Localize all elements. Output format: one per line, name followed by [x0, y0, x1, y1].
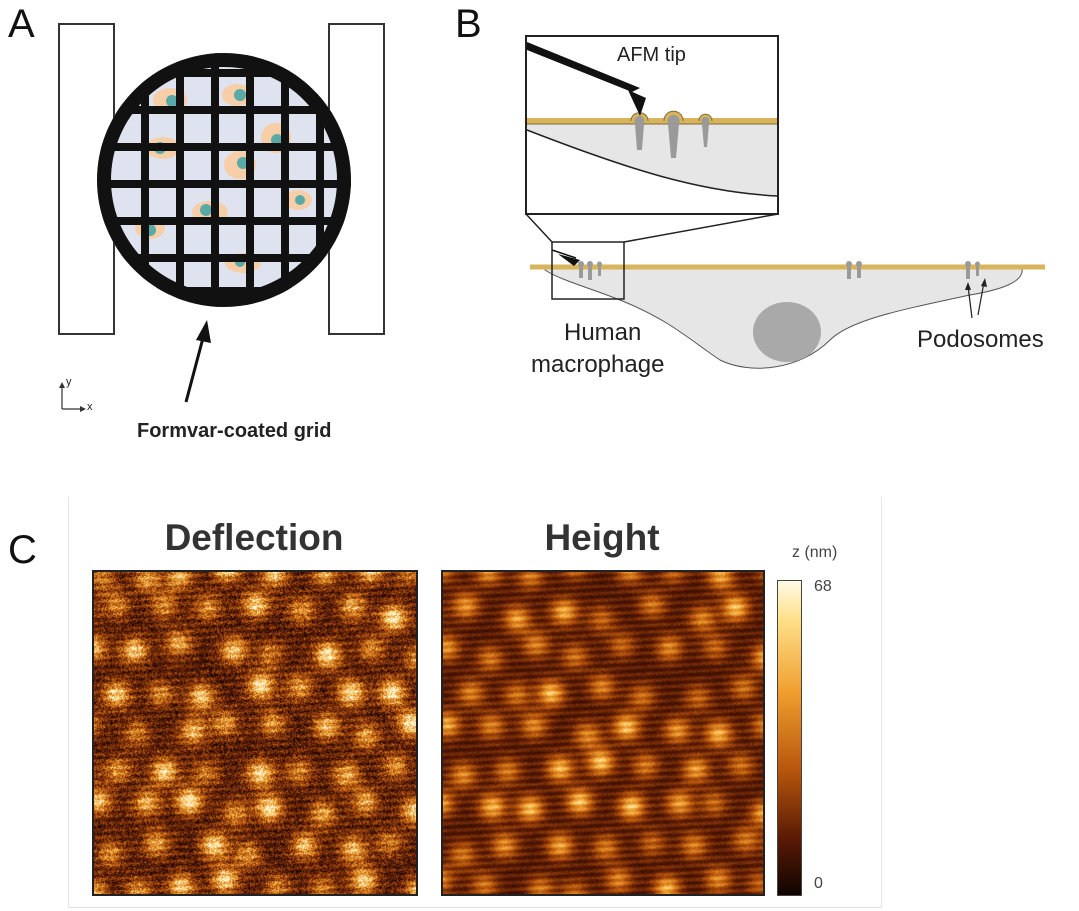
cell-label-line2: macrophage [531, 351, 665, 378]
height-image [441, 570, 765, 896]
colorbar [777, 580, 802, 896]
nucleus [753, 302, 821, 362]
axis-x-label: x [87, 401, 93, 413]
colorbar-min: 0 [814, 875, 823, 892]
grid-caption: Formvar-coated grid [137, 420, 332, 442]
inset-podosomes [630, 110, 713, 158]
axis-y-label: y [66, 376, 72, 388]
afm-cell-diagram [525, 35, 1045, 369]
panel-b-letter: B [455, 2, 482, 46]
formvar-grid [100, 53, 351, 307]
podosomes-label: Podosomes [917, 326, 1044, 353]
grid-arrow-head [196, 320, 211, 343]
cell-label-line1: Human [564, 319, 642, 346]
grid-arrow [184, 337, 205, 403]
panel-a-letter: A [8, 2, 35, 46]
macrophage-cell [530, 249, 1045, 369]
cell-podosomes [578, 261, 980, 280]
zoom-inset [525, 35, 779, 215]
afm-tip-label: AFM tip [617, 44, 686, 66]
colorbar-label: z (nm) [792, 544, 838, 561]
grid-rim [97, 53, 351, 307]
deflection-title: Deflection [164, 517, 344, 558]
afm-tip [527, 42, 646, 116]
xy-axis-indicator [59, 382, 86, 412]
panel-c-letter: C [8, 528, 37, 572]
zoom-region [551, 241, 625, 300]
height-map [443, 572, 763, 894]
small-afm-tip [558, 254, 580, 266]
afm-image-frame [68, 497, 882, 908]
grid-bars [100, 53, 351, 307]
grid-holder-diagram [58, 23, 385, 412]
deflection-map [94, 572, 416, 894]
deflection-image [92, 570, 418, 896]
colorbar-max: 68 [814, 578, 832, 595]
podosome-arrows [967, 281, 985, 319]
height-title: Height [544, 517, 660, 558]
